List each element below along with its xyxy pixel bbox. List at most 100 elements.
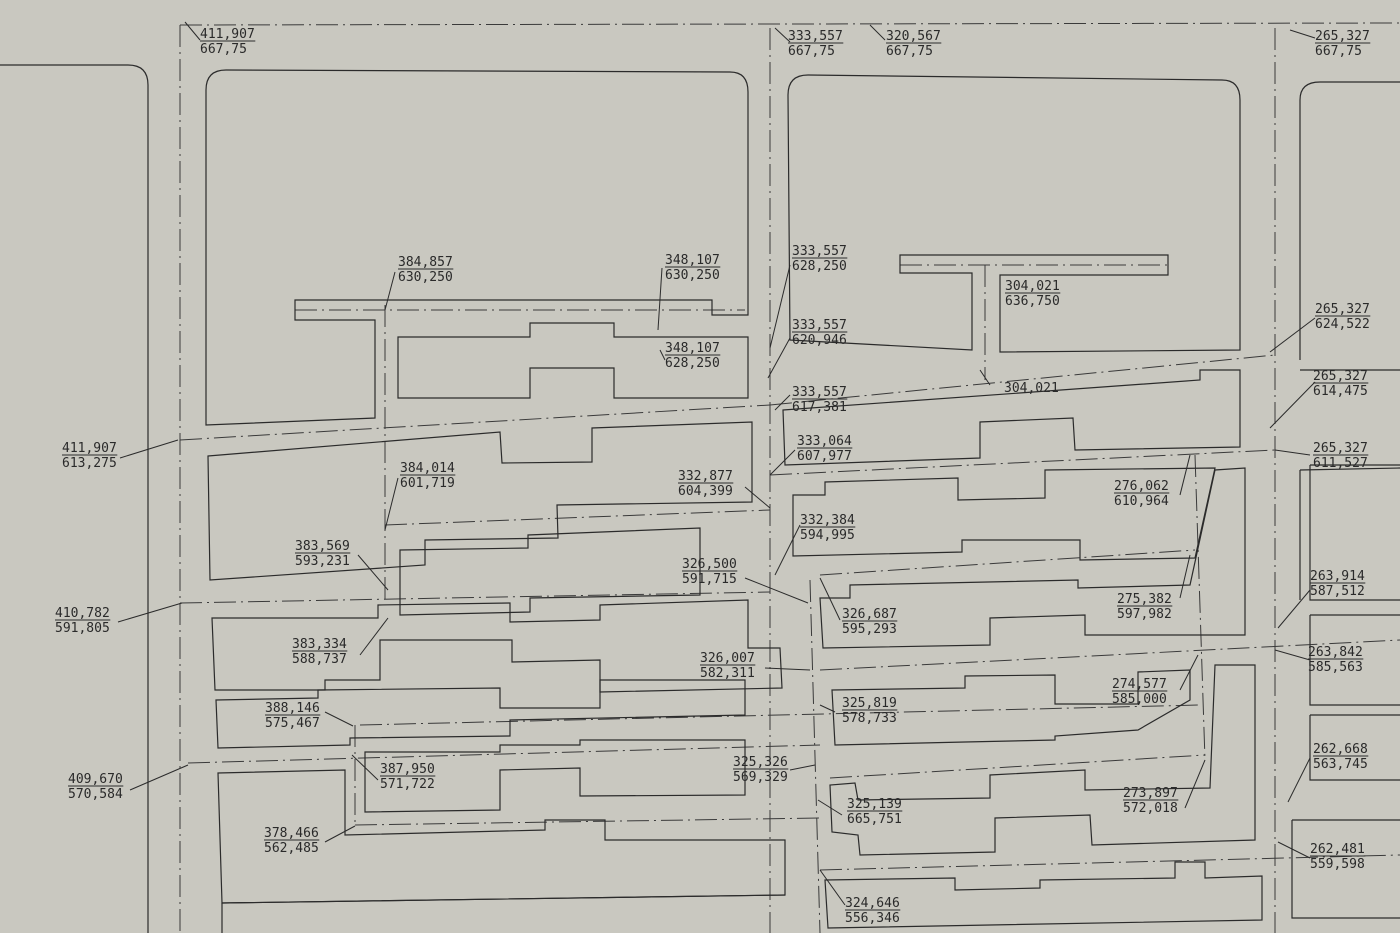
block-left-bottom [221, 894, 786, 933]
label-bottom-value: 571,722 [380, 777, 435, 792]
label-bottom-value: 594,995 [800, 528, 855, 543]
block-far-right-row-4 [1291, 819, 1400, 919]
label-top-value: 304,021 [1005, 279, 1060, 294]
block-far-right-row-3 [1309, 714, 1400, 781]
label-top-value: 304,021 [1004, 381, 1059, 396]
label-bottom-value: 613,275 [62, 456, 117, 471]
block-left-row-1 [207, 421, 753, 581]
label-top-value: 265,327 [1315, 302, 1370, 317]
label-bottom-value: 556,346 [845, 911, 900, 926]
label-bottom-value: 595,293 [842, 622, 897, 637]
label-top-value: 333,557 [792, 244, 847, 259]
centerline-row-1 [179, 404, 771, 441]
block-left-row-2 [399, 527, 701, 616]
label-bottom-value: 562,485 [264, 841, 319, 856]
block-center-row-1 [782, 369, 1241, 466]
block-left-row-4 [215, 679, 746, 749]
label-bottom-value: 667,75 [788, 44, 835, 59]
label-top-value: 324,646 [845, 896, 900, 911]
label-top-value: 273,897 [1123, 786, 1178, 801]
label-bottom-value: 569,329 [733, 770, 788, 785]
label-top-value: 387,950 [380, 762, 435, 777]
label-bottom-value: 575,467 [265, 716, 320, 731]
label-top-value: 411,907 [62, 441, 117, 456]
centerline-row-mid3 [354, 817, 821, 826]
label-bottom-value: 563,745 [1313, 757, 1368, 772]
label-bottom-value: 628,250 [792, 259, 847, 274]
label-top-value: 326,500 [682, 557, 737, 572]
label-top-value: 409,670 [68, 772, 123, 787]
block-far-right-row-2 [1309, 614, 1400, 706]
label-top-value: 325,819 [842, 696, 897, 711]
label-bottom-value: 582,311 [700, 666, 755, 681]
label-top-value: 265,327 [1313, 441, 1368, 456]
label-top-value: 333,557 [788, 29, 843, 44]
label-bottom-value: 667,75 [200, 42, 247, 57]
label-bottom-value: 591,805 [55, 621, 110, 636]
label-bottom-value: 601,719 [400, 476, 455, 491]
label-bottom-value: 617,381 [792, 400, 847, 415]
centerline-connector-d [1194, 454, 1206, 761]
label-top-value: 265,327 [1315, 29, 1370, 44]
label-bottom-value: 667,75 [1315, 44, 1362, 59]
label-bottom-value: 588,737 [292, 652, 347, 667]
label-top-value: 384,014 [400, 461, 455, 476]
label-bottom-value: 630,250 [398, 270, 453, 285]
label-top-value: 411,907 [200, 27, 255, 42]
label-bottom-value: 578,733 [842, 711, 897, 726]
label-top-value: 325,139 [847, 797, 902, 812]
block-bottom-center [824, 861, 1263, 929]
centerline-row-mid2 [359, 704, 1201, 726]
label-top-value: 333,064 [797, 434, 852, 449]
centerline-row-mid4 [819, 549, 1196, 576]
label-bottom-value: 593,231 [295, 554, 350, 569]
label-top-value: 348,107 [665, 341, 720, 356]
label-bottom-value: 611,527 [1313, 456, 1368, 471]
label-top-value: 325,326 [733, 755, 788, 770]
label-top-value: 332,384 [800, 513, 855, 528]
label-top-value: 333,557 [792, 318, 847, 333]
label-bottom-value: 624,522 [1315, 317, 1370, 332]
centerline-row-mid5 [829, 754, 1206, 779]
centerline-row-3 [187, 744, 821, 764]
block-outlines [0, 64, 1400, 933]
label-bottom-value: 610,964 [1114, 494, 1169, 509]
block-left-row-5 [364, 739, 746, 813]
centerline-row-2b [769, 449, 1276, 476]
label-top-value: 265,327 [1313, 369, 1368, 384]
label-top-value: 333,557 [792, 385, 847, 400]
label-bottom-value: 628,250 [665, 356, 720, 371]
label-bottom-value: 667,75 [886, 44, 933, 59]
